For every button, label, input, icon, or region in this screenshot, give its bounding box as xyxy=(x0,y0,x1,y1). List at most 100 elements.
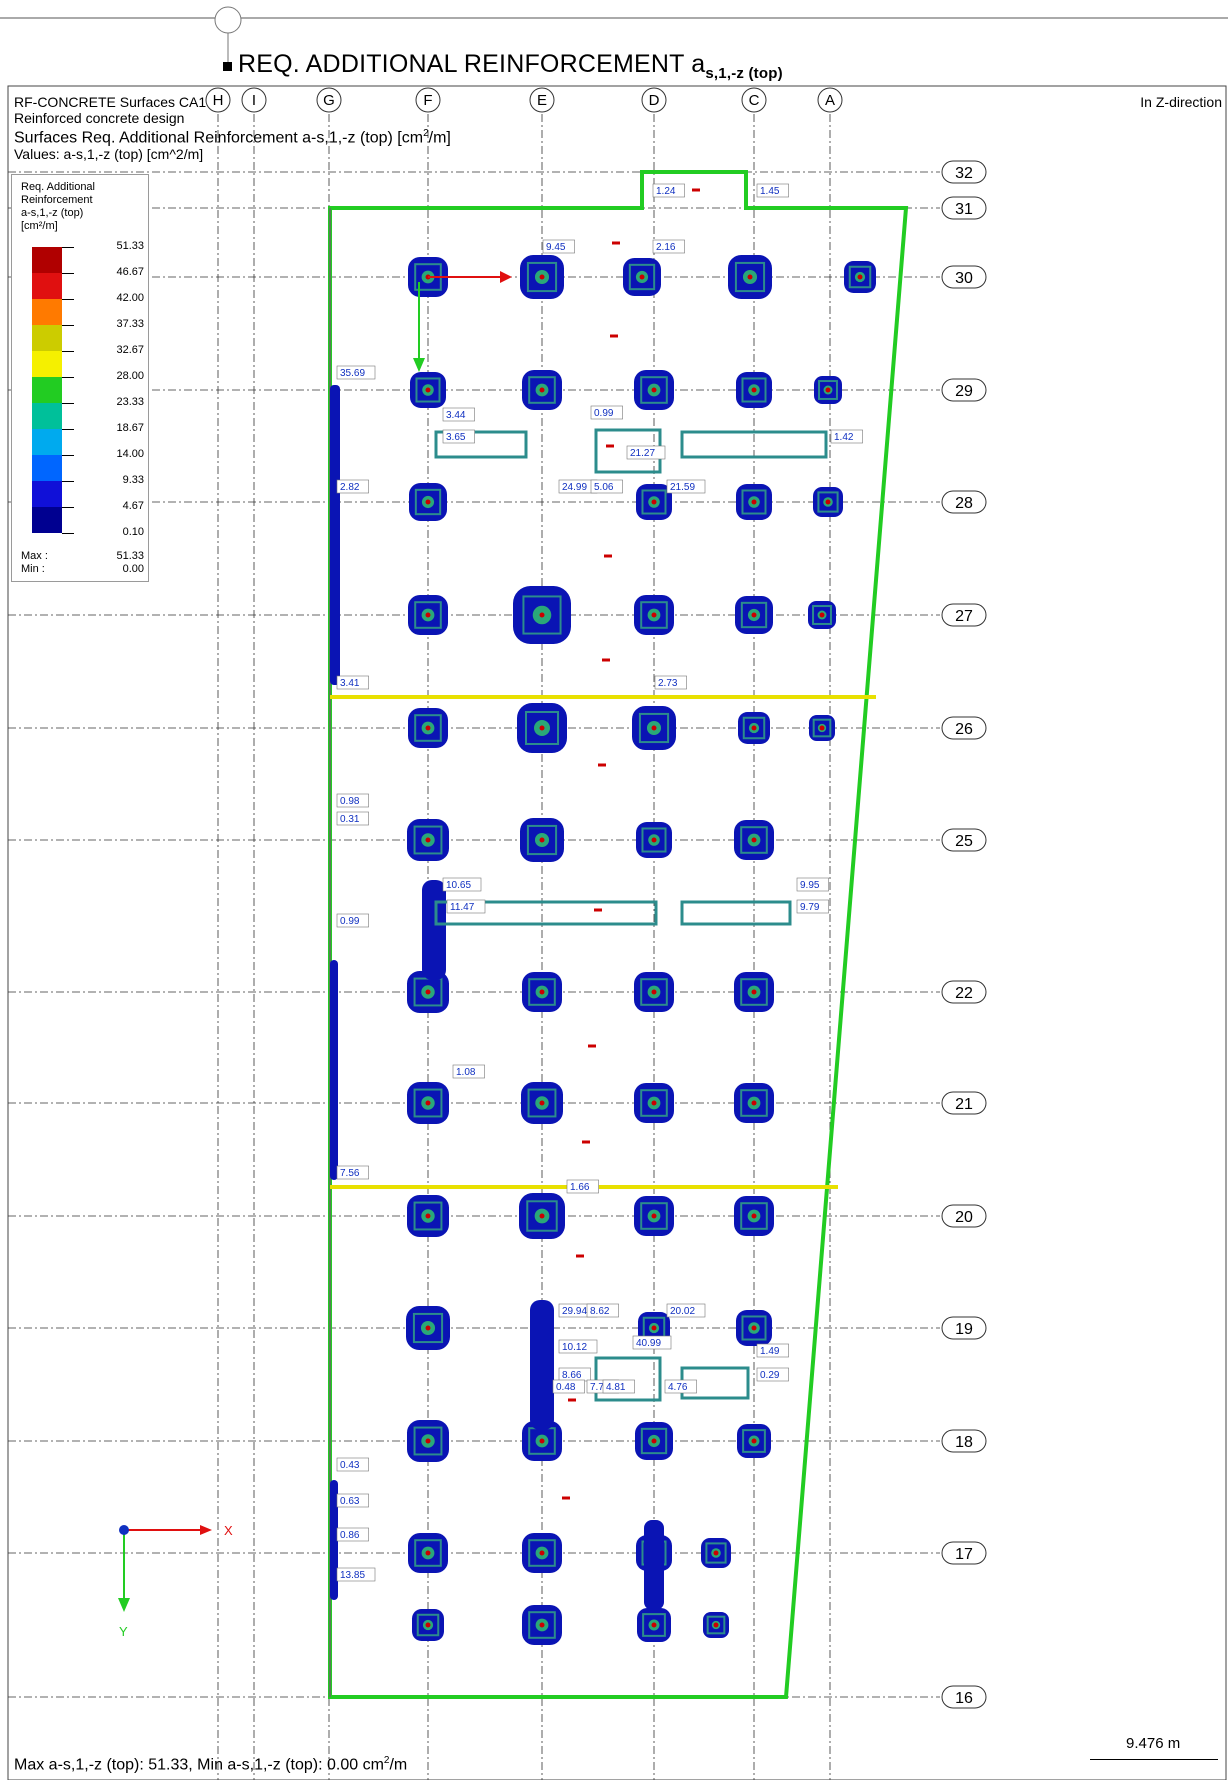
grid-column-bubble xyxy=(741,87,767,113)
column-node xyxy=(425,1438,431,1444)
column-outline xyxy=(742,716,766,740)
column-outline xyxy=(412,1312,444,1344)
value-label-box xyxy=(626,445,666,460)
column-node xyxy=(651,725,657,731)
legend-tick xyxy=(62,507,74,508)
value-label: 5.06 xyxy=(594,482,614,493)
legend-swatch xyxy=(32,299,62,325)
column-outline xyxy=(740,1202,768,1230)
column-outline xyxy=(413,1201,443,1231)
value-label: 0.99 xyxy=(594,408,614,419)
column-node xyxy=(651,1438,657,1444)
value-label-box xyxy=(666,1303,706,1318)
legend-tick xyxy=(62,403,74,404)
column-node xyxy=(651,387,657,393)
column-node xyxy=(857,274,863,280)
value-label: 13.85 xyxy=(340,1570,365,1581)
column-outline xyxy=(413,1426,443,1456)
title-marker xyxy=(223,62,232,71)
member-mark xyxy=(568,1398,576,1402)
column-outline xyxy=(818,380,838,400)
legend-title: Req. Additional Reinforcement a-s,1,-z (… xyxy=(21,181,95,232)
value-label: 3.44 xyxy=(446,410,466,421)
column-node xyxy=(751,1213,757,1219)
scale-bar xyxy=(1090,1759,1218,1760)
column-node xyxy=(651,1213,657,1219)
column-outline xyxy=(528,978,556,1006)
grid-column-label: H xyxy=(213,92,224,109)
legend-tick xyxy=(62,325,74,326)
column-node xyxy=(713,1550,719,1556)
legend-max-label: Max : xyxy=(21,550,48,562)
column-outline xyxy=(640,978,668,1006)
value-label-box xyxy=(666,479,706,494)
column-node xyxy=(825,387,831,393)
column-outline xyxy=(642,1613,666,1637)
column-outline xyxy=(740,601,768,629)
legend-value: 37.33 xyxy=(116,318,144,330)
grid-row-bubble xyxy=(941,828,987,852)
value-label: 11.47 xyxy=(450,902,475,913)
grid-row-label: 19 xyxy=(955,1321,973,1338)
value-label: 1.08 xyxy=(456,1067,476,1078)
grid-row-label: 26 xyxy=(955,721,973,738)
value-label: 29.94 xyxy=(562,1306,587,1317)
legend-value: 46.67 xyxy=(116,266,144,278)
value-label-box xyxy=(756,1367,789,1382)
column-node xyxy=(825,499,831,505)
member-mark xyxy=(588,1044,596,1048)
column-node xyxy=(539,989,545,995)
reinforcement-zone xyxy=(330,1480,338,1600)
grid-row-label: 32 xyxy=(955,165,973,182)
value-label: 1.42 xyxy=(834,432,854,443)
column-node xyxy=(751,1100,757,1106)
page-title: REQ. ADDITIONAL REINFORCEMENT as,1,-z (t… xyxy=(238,50,783,82)
member-mark xyxy=(610,334,618,338)
column-node xyxy=(425,499,431,505)
value-label-box xyxy=(654,675,687,690)
column-outline xyxy=(706,1615,726,1635)
column-node xyxy=(539,274,545,280)
column-outline xyxy=(414,714,442,742)
grid-column-label: E xyxy=(537,92,547,109)
value-label-box xyxy=(756,183,789,198)
legend-swatch xyxy=(32,247,62,273)
global-axis-x-head xyxy=(200,1525,212,1535)
column-outline xyxy=(525,711,559,745)
legend-max-value: 51.33 xyxy=(116,550,144,562)
value-label: 0.98 xyxy=(340,796,360,807)
value-label-box xyxy=(442,407,475,422)
column-node xyxy=(819,725,825,731)
column-node xyxy=(639,274,645,280)
legend-value: 9.33 xyxy=(122,474,144,486)
column-outline xyxy=(527,1088,557,1118)
opening-outline xyxy=(680,900,792,926)
legend-tick xyxy=(62,455,74,456)
column-outline xyxy=(414,601,442,629)
grid-row-label: 25 xyxy=(955,833,973,850)
info-values: Values: a-s,1,-z (top) [cm^2/m] xyxy=(14,146,204,163)
grid-row-label: 22 xyxy=(955,985,973,1002)
slab-outline xyxy=(328,170,909,1699)
grid-row-label: 20 xyxy=(955,1209,973,1226)
value-label-box xyxy=(590,405,623,420)
color-legend[interactable]: Req. Additional Reinforcement a-s,1,-z (… xyxy=(11,174,149,582)
value-label: 1.66 xyxy=(570,1182,590,1193)
column-node xyxy=(425,1622,431,1628)
value-label: 3.41 xyxy=(340,678,360,689)
legend-tick xyxy=(62,429,74,430)
column-outline xyxy=(740,978,768,1006)
legend-swatch xyxy=(32,377,62,403)
value-label: 0.63 xyxy=(340,1496,360,1507)
value-label: 21.59 xyxy=(670,482,695,493)
grid-column-label: G xyxy=(323,92,335,109)
value-label-box xyxy=(442,877,482,892)
column-outline xyxy=(741,1315,767,1341)
column-node xyxy=(425,1550,431,1556)
value-label: 2.16 xyxy=(656,242,676,253)
grid-row-bubble xyxy=(941,378,987,402)
value-label: 24.99 xyxy=(562,482,587,493)
legend-tick xyxy=(62,299,74,300)
column-outline xyxy=(641,827,667,853)
